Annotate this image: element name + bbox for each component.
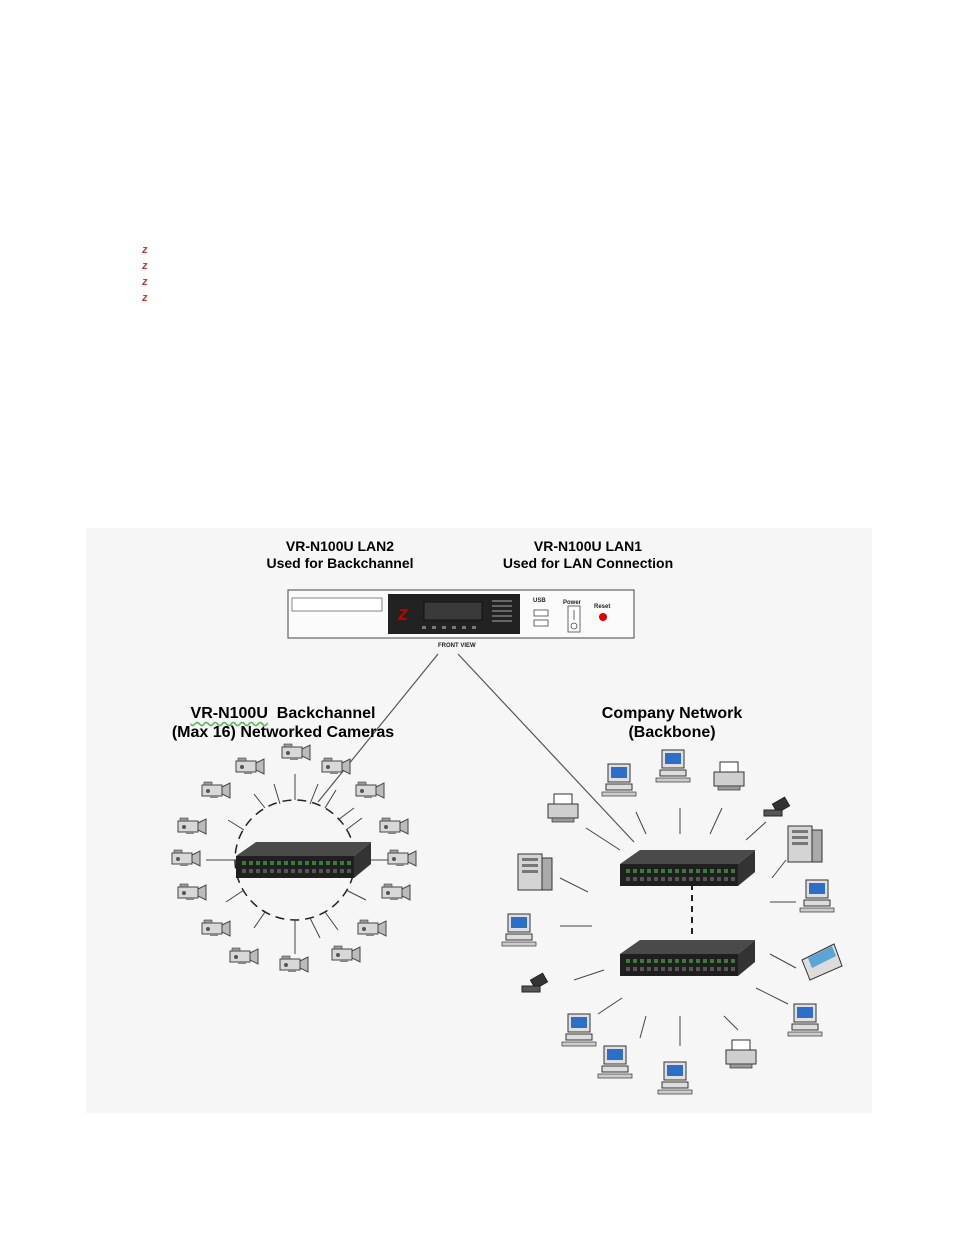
lan1-title: VR-N100U LAN1 — [533, 538, 643, 554]
lan1-link-line — [457, 653, 635, 843]
usb-label: USB — [533, 598, 546, 604]
network-switch-icon — [620, 850, 755, 886]
camera-icon — [355, 781, 385, 799]
pda-icon — [763, 796, 791, 817]
computer-icon — [657, 1061, 693, 1095]
lan1-subtitle: Used for LAN Connection — [502, 555, 674, 571]
camera-spokes — [206, 774, 388, 954]
computer-icon — [597, 1045, 633, 1079]
bullet-marker-1: z — [142, 244, 148, 256]
network-diagram: z — [86, 528, 872, 1113]
camera-icon — [201, 781, 231, 799]
company-network-label: Company Network (Backbone) — [580, 704, 764, 742]
company-spokes — [559, 807, 797, 1046]
front-view-label: FRONT VIEW — [438, 643, 476, 649]
camera-icon — [381, 883, 411, 901]
camera-icon — [321, 757, 351, 775]
lan1-label: VR-N100U LAN1 Used for LAN Connection — [478, 538, 698, 572]
computer-icon — [787, 1003, 823, 1037]
lan2-label: VR-N100U LAN2 Used for Backchannel — [240, 538, 440, 572]
power-label: Power — [563, 600, 582, 606]
camera-icon — [235, 757, 265, 775]
camera-icon — [281, 743, 311, 761]
bullet-marker-2: z — [142, 260, 148, 272]
server-icon — [517, 853, 553, 891]
server-icon — [787, 825, 823, 863]
computer-icon — [501, 913, 537, 947]
pda-icon — [521, 972, 549, 993]
network-switch-icon — [620, 940, 755, 976]
camera-icon — [177, 883, 207, 901]
svg-text:z: z — [397, 603, 408, 625]
diagram-graphics: z — [171, 589, 843, 1095]
printer-icon — [725, 1039, 757, 1069]
printer-icon — [713, 761, 745, 791]
camera-icon — [279, 955, 309, 973]
backchannel-label: VR-N100U Backchannel (Max 16) Networked … — [158, 704, 408, 742]
lan2-link-line — [317, 653, 439, 803]
network-switch-icon — [236, 842, 371, 878]
camera-icon — [201, 919, 231, 937]
camera-icon — [379, 817, 409, 835]
printer-icon — [547, 793, 579, 823]
camera-icon — [387, 849, 417, 867]
company-network-subtitle: (Backbone) — [628, 724, 716, 741]
camera-icon — [331, 945, 361, 963]
backchannel-subtitle: (Max 16) Networked Cameras — [171, 724, 395, 741]
computer-icon — [601, 763, 637, 797]
company-network-title: Company Network — [601, 705, 743, 722]
camera-icon — [357, 919, 387, 937]
bullet-marker-4: z — [142, 292, 148, 304]
camera-icon — [171, 849, 201, 867]
backchannel-word: Backchannel — [276, 705, 376, 722]
camera-icon — [229, 947, 259, 965]
backchannel-model: VR-N100U — [190, 705, 268, 722]
computer-icon — [799, 879, 835, 913]
lan2-subtitle: Used for Backchannel — [266, 555, 414, 571]
camera-icon — [177, 817, 207, 835]
reset-label: Reset — [594, 604, 611, 610]
backchannel-title: VR-N100U Backchannel — [158, 704, 408, 723]
lan2-title: VR-N100U LAN2 — [285, 538, 395, 554]
computer-icon — [561, 1013, 597, 1047]
computer-icon — [655, 749, 691, 783]
scanner-icon — [801, 943, 843, 981]
vr-n100u-front-panel: z — [287, 589, 635, 639]
bullet-marker-3: z — [142, 276, 148, 288]
